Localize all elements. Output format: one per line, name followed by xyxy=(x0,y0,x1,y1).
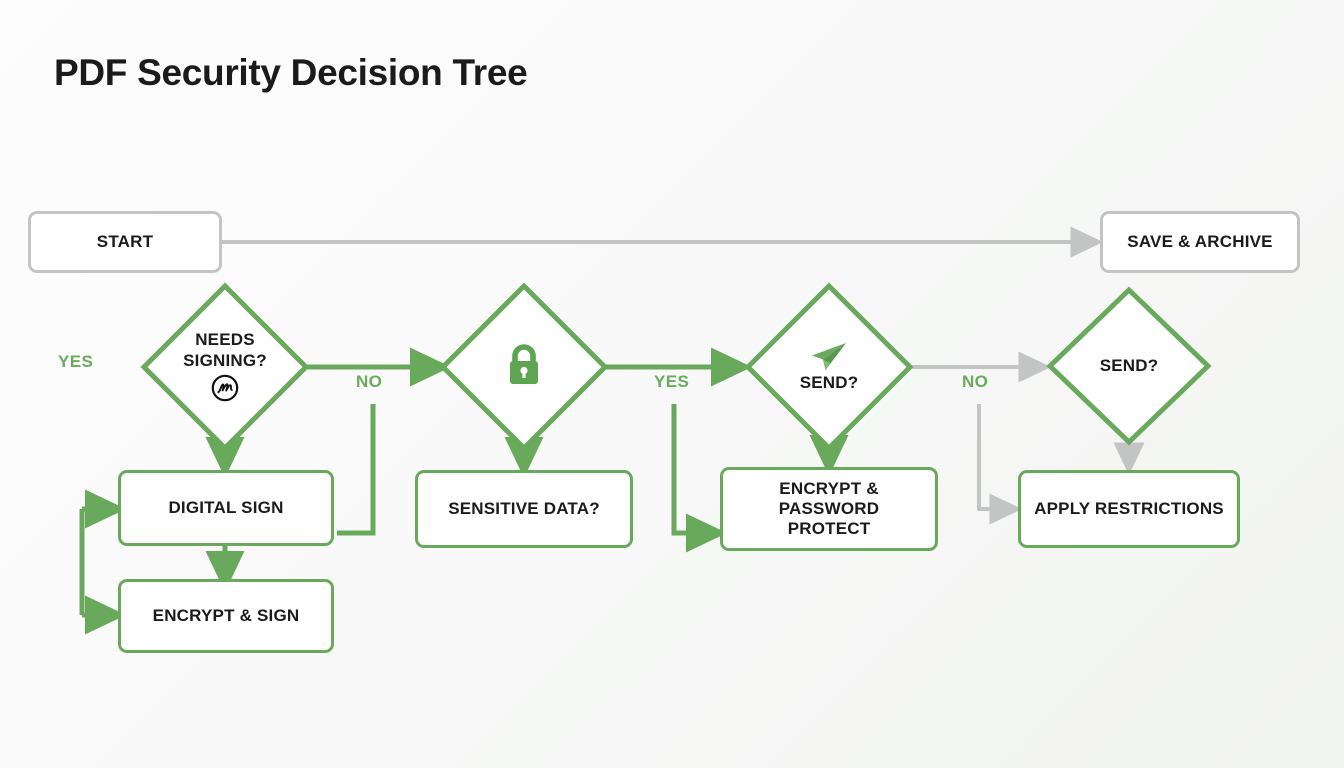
page-title: PDF Security Decision Tree xyxy=(54,52,528,93)
edge-label-no-signing: NO xyxy=(356,372,383,391)
diamond-shape xyxy=(744,282,914,452)
node-needs-signing[interactable]: NEEDS SIGNING? xyxy=(140,282,310,452)
node-sensitive-data-label: SENSITIVE DATA? xyxy=(448,498,600,518)
node-sensitive-lock[interactable] xyxy=(439,282,609,452)
node-digital-sign-label: DIGITAL SIGN xyxy=(168,497,284,517)
node-encrypt-password[interactable]: ENCRYPT & PASSWORD PROTECT xyxy=(720,467,938,551)
edge-yes-to-encrypt-password xyxy=(671,404,727,553)
node-start[interactable]: START xyxy=(28,211,222,273)
node-apply-restrictions-label: APPLY RESTRICTIONS xyxy=(1034,498,1224,518)
node-start-label: START xyxy=(96,231,154,251)
lock-icon xyxy=(502,341,546,391)
edge-label-no-send: NO xyxy=(962,372,989,391)
node-sensitive-lock-label-group xyxy=(502,341,546,393)
node-encrypt-password-label-line1: ENCRYPT & xyxy=(779,478,879,498)
edge-label-yes-send: YES xyxy=(654,372,690,391)
node-send-two[interactable]: SEND? xyxy=(1046,286,1212,446)
edge-no-send-to-apply-restrictions xyxy=(977,404,1023,525)
node-send-two-label-group: SEND? xyxy=(1099,355,1159,376)
node-send-one-label-group: SEND? xyxy=(800,341,859,393)
node-send-one[interactable]: SEND? xyxy=(744,282,914,452)
node-needs-signing-label-line2: SIGNING? xyxy=(183,351,267,370)
node-send-two-label: SEND? xyxy=(1099,355,1159,375)
node-digital-sign[interactable]: DIGITAL SIGN xyxy=(118,470,334,546)
signature-icon xyxy=(210,373,240,403)
node-save-archive[interactable]: SAVE & ARCHIVE xyxy=(1100,211,1300,273)
node-sensitive-data[interactable]: SENSITIVE DATA? xyxy=(415,470,633,548)
node-send-one-label: SEND? xyxy=(799,373,859,393)
diamond-shape xyxy=(1046,286,1212,446)
node-needs-signing-label-group: NEEDS SIGNING? xyxy=(183,331,267,402)
node-encrypt-password-label-line2: PASSWORD xyxy=(778,498,880,518)
node-needs-signing-label-line1: NEEDS xyxy=(195,330,255,350)
node-apply-restrictions[interactable]: APPLY RESTRICTIONS xyxy=(1018,470,1240,548)
node-encrypt-sign-label: ENCRYPT & SIGN xyxy=(152,605,300,625)
edge-no-to-digital-sign xyxy=(337,404,376,536)
node-encrypt-password-label-line3: PROTECT xyxy=(787,519,871,539)
node-save-archive-label: SAVE & ARCHIVE xyxy=(1127,231,1273,251)
edge-label-yes-left: YES xyxy=(58,352,94,371)
paper-plane-icon xyxy=(809,341,849,373)
node-encrypt-sign[interactable]: ENCRYPT & SIGN xyxy=(118,579,334,653)
diamond-shape xyxy=(140,282,310,452)
